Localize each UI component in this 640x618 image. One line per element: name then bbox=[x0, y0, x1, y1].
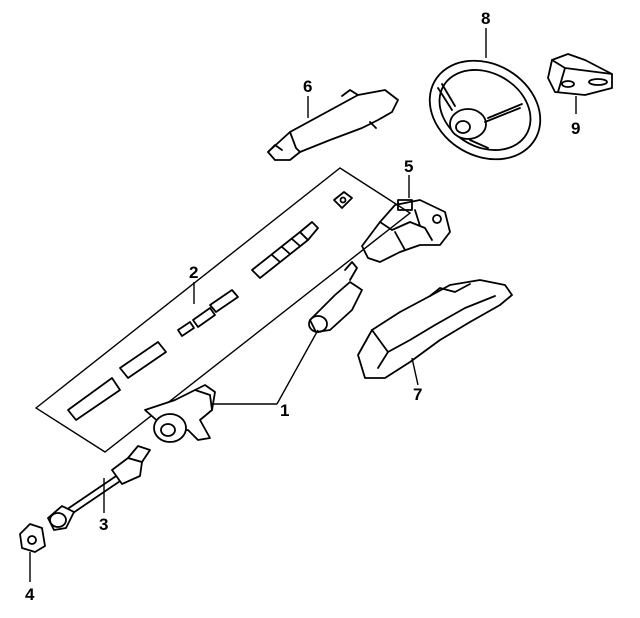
horn-pad[interactable] bbox=[547, 53, 613, 96]
column-bracket[interactable] bbox=[308, 261, 363, 333]
callout-3: 3 bbox=[99, 515, 108, 534]
kit-components[interactable] bbox=[67, 191, 353, 421]
callout-8: 8 bbox=[481, 9, 490, 28]
callout-2: 2 bbox=[189, 263, 198, 282]
callout-5: 5 bbox=[404, 157, 413, 176]
callout-6: 6 bbox=[303, 77, 312, 96]
leader-lines bbox=[29, 28, 577, 582]
callout-7: 7 bbox=[413, 385, 422, 404]
upper-shroud[interactable] bbox=[267, 89, 399, 161]
intermediate-shaft[interactable] bbox=[47, 445, 151, 531]
column-housing[interactable] bbox=[144, 384, 216, 443]
lower-shroud[interactable] bbox=[357, 279, 513, 379]
parts-kit-box bbox=[34, 167, 412, 453]
callout-9: 9 bbox=[571, 119, 580, 138]
steering-wheel[interactable] bbox=[412, 41, 558, 179]
switch-housing[interactable] bbox=[361, 199, 451, 263]
flexible-coupling[interactable] bbox=[19, 523, 46, 553]
callout-4: 4 bbox=[25, 585, 35, 604]
callout-1: 1 bbox=[280, 401, 289, 420]
